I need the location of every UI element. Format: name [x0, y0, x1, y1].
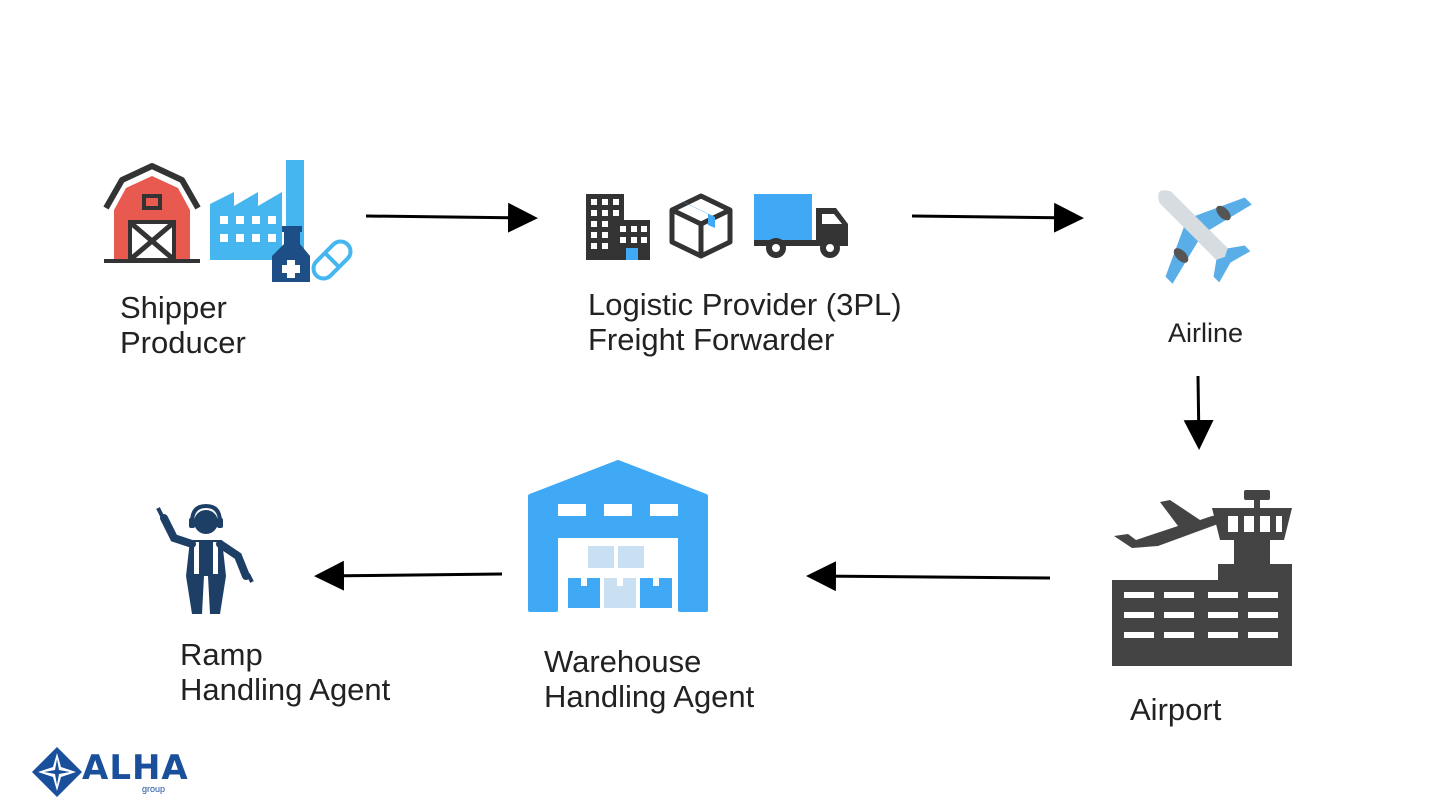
buildings-icon	[584, 192, 652, 260]
airline-label: Airline	[1168, 316, 1243, 351]
ramp-agent-icon	[156, 504, 256, 618]
logistic-label-line1: Logistic Provider (3PL)	[588, 287, 902, 322]
airport-icon	[1108, 486, 1296, 668]
edge-logistic-to-airline	[911, 202, 1084, 233]
logistic-label: Logistic Provider (3PL) Freight Forwarde…	[588, 287, 902, 357]
logistic-label-line2: Freight Forwarder	[588, 322, 835, 357]
shipper-label-line2: Producer	[120, 325, 246, 360]
airport-label: Airport	[1130, 692, 1221, 727]
ramp-label-line2: Handling Agent	[180, 672, 391, 707]
warehouse-icon	[526, 460, 710, 612]
edge-warehouse-to-ramp	[314, 560, 503, 591]
ramp-label-line1: Ramp	[180, 637, 263, 672]
edge-shipper-to-logistic	[365, 202, 538, 233]
truck-icon	[752, 192, 852, 260]
warehouse-label-line1: Warehouse	[544, 644, 702, 679]
pharma-icon	[268, 224, 358, 286]
edge-airline-to-airport	[1183, 375, 1214, 450]
alha-logo-icon	[30, 745, 84, 799]
shipper-label-line1: Shipper	[120, 290, 227, 325]
airport-label-line1: Airport	[1130, 692, 1222, 727]
ramp-label: Ramp Handling Agent	[180, 637, 390, 707]
shipper-label: Shipper Producer	[120, 290, 246, 360]
edge-airport-to-warehouse	[806, 561, 1051, 592]
airplane-icon	[1134, 168, 1262, 292]
logo-sub: group	[142, 784, 166, 794]
warehouse-label: Warehouse Handling Agent	[544, 644, 754, 714]
warehouse-label-line2: Handling Agent	[544, 679, 755, 714]
logo-name: ALHA	[82, 748, 189, 788]
package-icon	[668, 192, 734, 260]
airline-label-line1: Airline	[1168, 318, 1244, 348]
barn-icon	[102, 160, 202, 264]
